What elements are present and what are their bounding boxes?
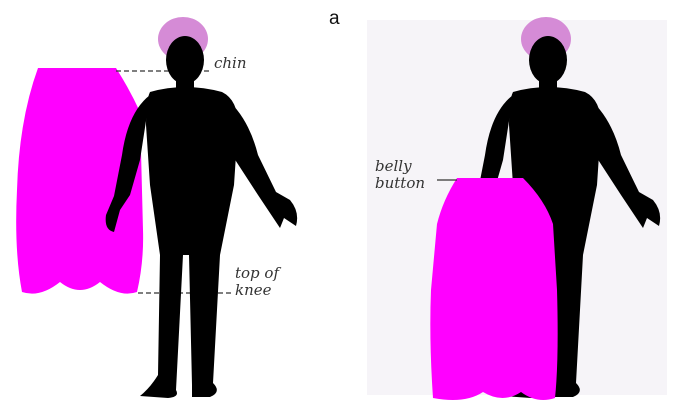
left-diagram: [0, 0, 337, 408]
bodyboard-right: [430, 178, 557, 400]
belly-button-label: belly button: [375, 158, 455, 192]
right-diagram: [337, 0, 674, 408]
panel-label: a: [329, 8, 340, 30]
right-panel: [337, 0, 674, 408]
top-of-knee-label: top of knee: [235, 265, 305, 299]
left-panel: chin top of knee: [0, 0, 337, 408]
chin-label: chin: [214, 55, 247, 72]
